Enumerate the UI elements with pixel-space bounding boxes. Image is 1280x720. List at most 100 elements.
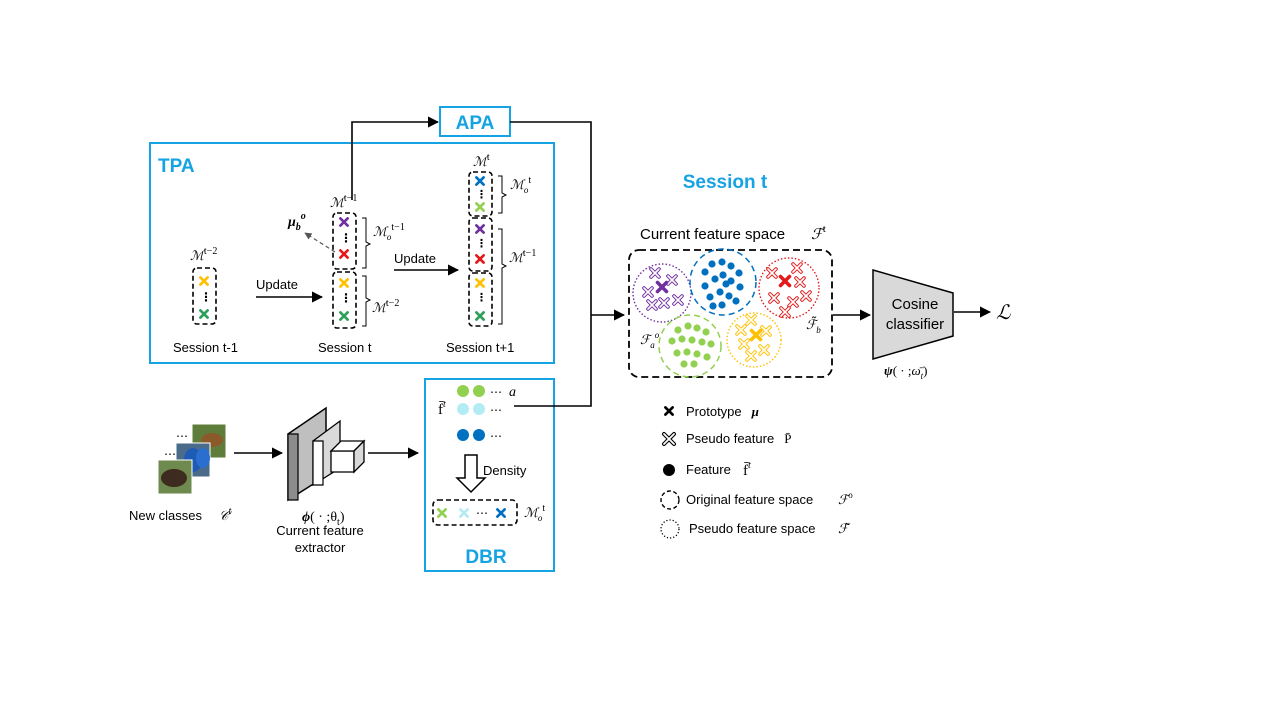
new-classes-symbol: 𝒞t bbox=[219, 506, 232, 523]
new-classes-label: New classes bbox=[129, 508, 202, 523]
purple-pseudo-feature-inner bbox=[647, 300, 657, 310]
phi-label: ϕ( · ;θt) bbox=[302, 510, 345, 528]
extractor-label-line1: Current feature bbox=[276, 523, 363, 538]
brace-mt2 bbox=[362, 275, 372, 327]
yellow-pseudo-feature-inner bbox=[746, 315, 756, 325]
purple-pseudo-feature-inner bbox=[667, 275, 677, 285]
green-feature-dot bbox=[688, 336, 696, 344]
tpa-panel: TPA ℳt−2 ⋮ Session t-1 Update ℳt−1 ⋮ ⋮ ℳ… bbox=[149, 142, 555, 364]
green-cluster bbox=[668, 322, 715, 368]
tpa-title: TPA bbox=[158, 156, 195, 177]
yellow-pseudo-feature-inner bbox=[759, 345, 769, 355]
mem-to-apa-arrow bbox=[351, 116, 440, 200]
mem-t-dots-mid: ⋮ bbox=[476, 238, 487, 250]
green-feature-dot bbox=[680, 360, 688, 368]
green-feature-dot bbox=[690, 360, 698, 368]
feat-dot-lightgreen-1 bbox=[457, 385, 469, 397]
purple-pseudo-feature-inner bbox=[643, 287, 653, 297]
fb-label: ℱ̃b bbox=[806, 316, 821, 335]
feature-space-symbol: ℱt bbox=[811, 223, 826, 243]
dbr-panel: f̄t ⋯ a ⋯ ⋯ Density ⋯ ℳot DBR bbox=[424, 315, 592, 572]
dbr-title: DBR bbox=[465, 547, 506, 568]
session-next-label: Session t+1 bbox=[446, 340, 514, 355]
mem-t1-purple-prototype bbox=[339, 217, 349, 227]
green-feature-dot bbox=[693, 350, 701, 358]
green-feature-dot bbox=[707, 340, 715, 348]
mem-t-dots-top: ⋮ bbox=[476, 189, 487, 201]
green-feature-dot bbox=[703, 353, 711, 361]
extractor-label-line2: extractor bbox=[295, 540, 346, 555]
mem-t1-upper-box bbox=[332, 212, 357, 270]
session-prev-label: Session t-1 bbox=[173, 340, 238, 355]
mem-t1-label: ℳt−1 bbox=[330, 193, 357, 210]
yellow-pseudo-feature-inner bbox=[739, 339, 749, 349]
dbr-border bbox=[424, 378, 555, 572]
input-images: ⋯ ⋯ bbox=[157, 423, 227, 495]
blue-feature-dot bbox=[722, 280, 730, 288]
classifier-label-line2: classifier bbox=[886, 316, 944, 333]
blue-feature-dot bbox=[706, 293, 714, 301]
yellow-pseudo-space bbox=[726, 312, 782, 368]
dbr-output-line bbox=[514, 315, 592, 407]
glove-shape-2 bbox=[196, 448, 210, 468]
mem-t-red-prototype bbox=[475, 254, 485, 264]
purple-pseudo-feature-inner bbox=[659, 298, 669, 308]
update-label-1: Update bbox=[256, 277, 298, 292]
mem-t1-green-prototype bbox=[339, 311, 349, 321]
blue-feature-dot bbox=[735, 269, 743, 277]
mem-t-blue-prototype bbox=[475, 176, 485, 186]
image-stack-dots: ⋯ bbox=[176, 429, 188, 443]
green-feature-dot bbox=[673, 349, 681, 357]
red-pseudo-feature-inner bbox=[795, 277, 805, 287]
feat-row3-dots: ⋯ bbox=[490, 429, 502, 443]
feat-dot-lightgreen-2 bbox=[473, 385, 485, 397]
mot-label: ℳot bbox=[510, 175, 531, 195]
extractor-layer-3-front bbox=[330, 450, 355, 473]
session-cur-label: Session t bbox=[318, 340, 372, 355]
legend-original-space-icon bbox=[660, 490, 680, 510]
cosine-classifier-block bbox=[872, 269, 954, 360]
yellow-prototype bbox=[749, 328, 763, 342]
red-pseudo-feature-inner bbox=[801, 291, 811, 301]
image-stack-dots-2: ⋯ bbox=[164, 447, 176, 461]
blue-feature-dot bbox=[736, 283, 744, 291]
apa-block: APA bbox=[351, 106, 592, 315]
mem-t2-label: ℳt−2 bbox=[190, 246, 217, 263]
mem-t-bot-box bbox=[468, 272, 493, 327]
mem-t2-green-prototype bbox=[199, 309, 209, 319]
dbr-mem-label: ℳot bbox=[524, 503, 545, 523]
red-prototype bbox=[778, 274, 792, 288]
mt2-brace-label: ℳt−2 bbox=[372, 298, 399, 315]
legend-pseudo-space-icon bbox=[660, 519, 680, 539]
density-arrow bbox=[455, 454, 487, 494]
blue-feature-dot bbox=[718, 301, 726, 309]
blue-feature-dot bbox=[708, 260, 716, 268]
mem-t-mid-box bbox=[468, 217, 493, 272]
brace-mot bbox=[498, 175, 508, 214]
blue-feature-dot bbox=[719, 271, 727, 279]
mem-t1-lower-box bbox=[332, 271, 357, 329]
green-feature-dot bbox=[683, 348, 691, 356]
session-title: Session t bbox=[683, 172, 768, 193]
mem-t-green-prototype bbox=[475, 311, 485, 321]
mt1-brace-label: ℳt−1 bbox=[509, 248, 536, 265]
extractor-layer-3-side bbox=[353, 439, 365, 474]
legend-item-feature: Feature bbox=[686, 462, 731, 477]
purple-pseudo-feature-inner bbox=[673, 295, 683, 305]
dbr-feat-label: f̄t bbox=[438, 399, 446, 418]
dbr-memory-dots: ⋯ bbox=[476, 506, 488, 520]
mem-t-yellow-prototype bbox=[475, 278, 485, 288]
fa-label: ℱao bbox=[640, 330, 660, 350]
blue-feature-dot bbox=[701, 268, 709, 276]
classifier-label-line1: Cosine bbox=[892, 296, 939, 313]
brace-mt1 bbox=[498, 228, 508, 325]
blue-feature-dot bbox=[727, 262, 735, 270]
mem-t2-yellow-prototype bbox=[199, 276, 209, 286]
legend-original-space-symbol: ℱo bbox=[838, 490, 853, 507]
feat-dot-blue-1 bbox=[457, 429, 469, 441]
purple-pseudo-space bbox=[632, 263, 692, 323]
red-pseudo-feature-inner bbox=[780, 307, 790, 317]
